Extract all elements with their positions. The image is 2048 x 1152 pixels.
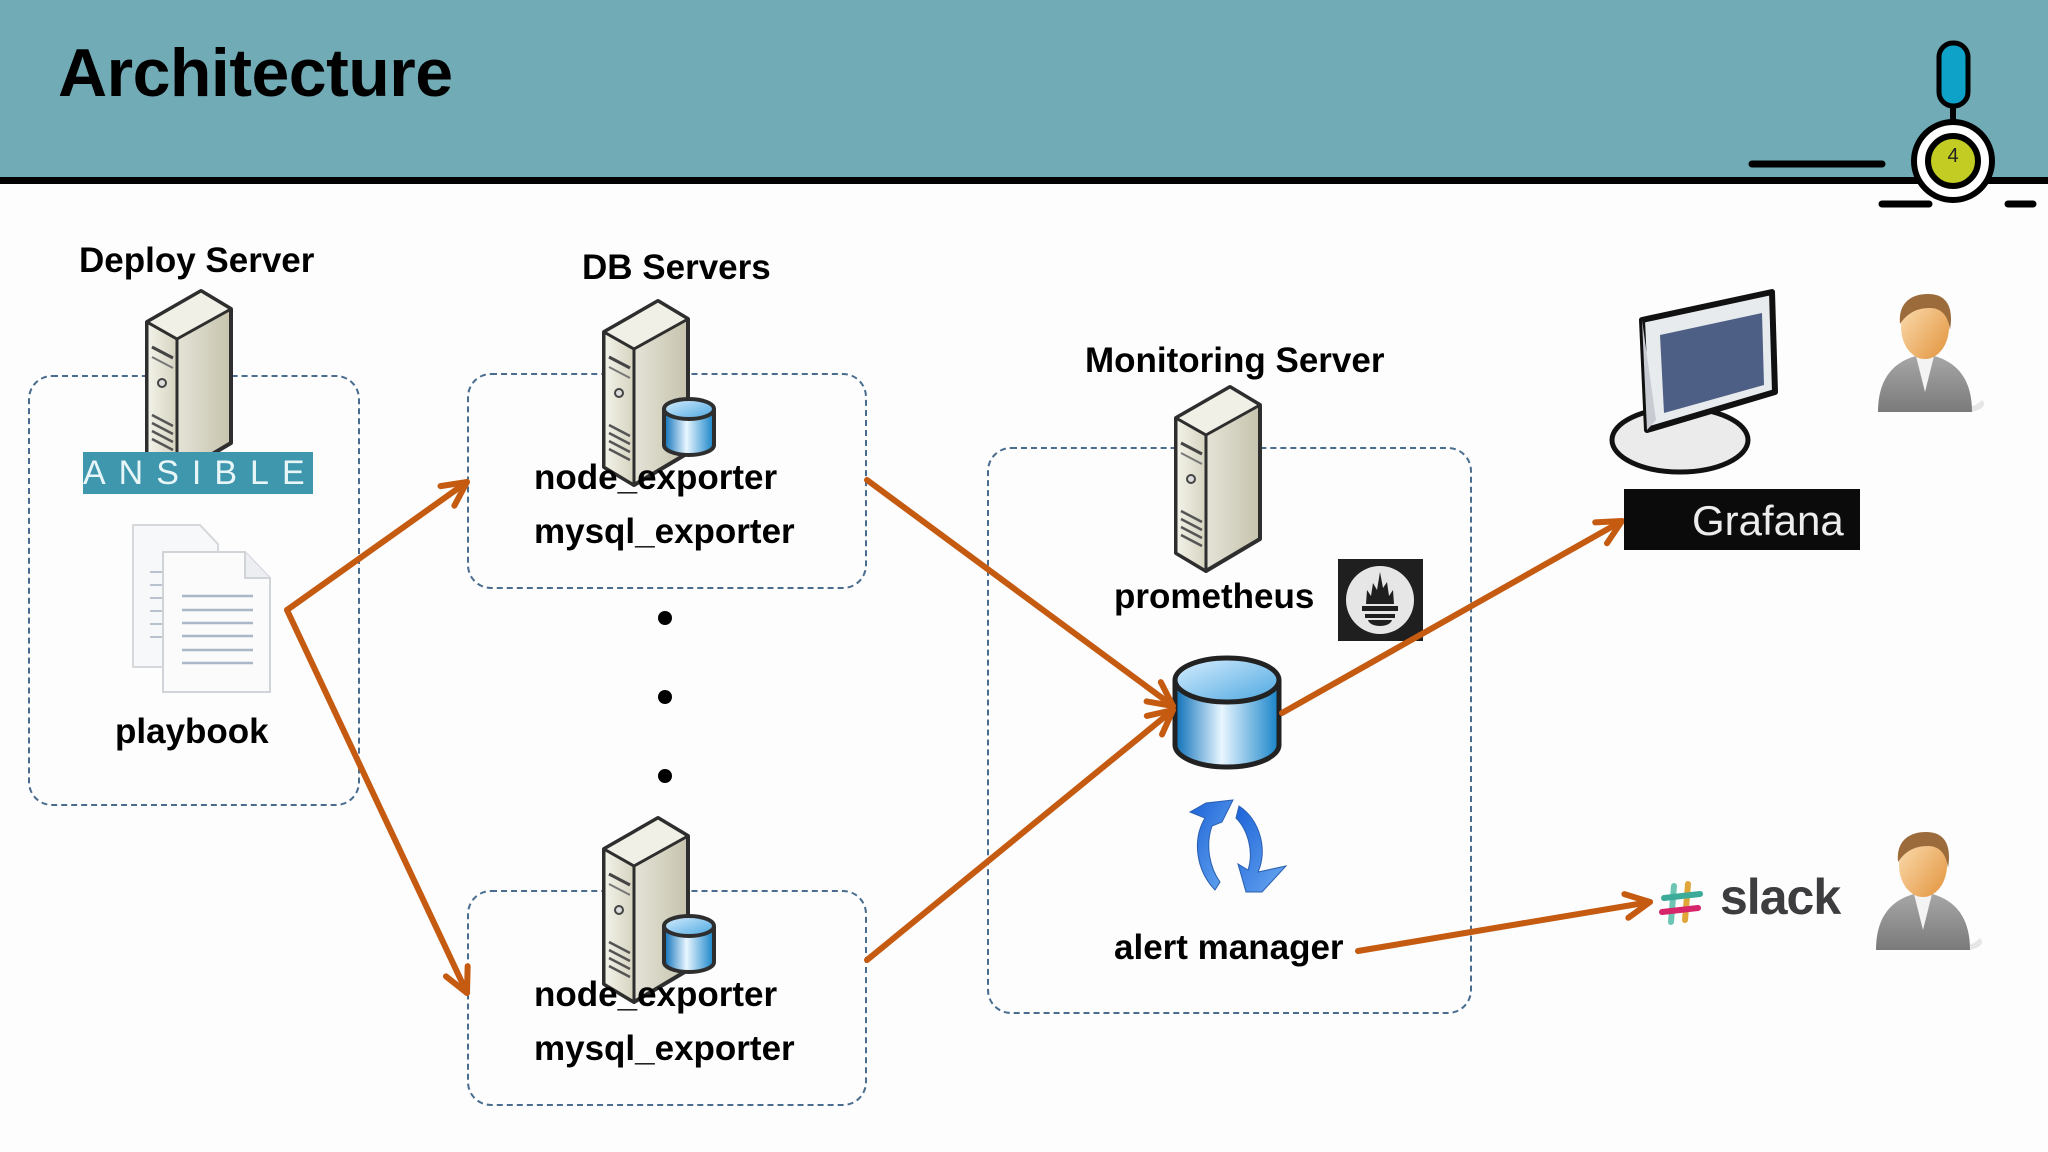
arrow-db1-to-prometheus: [864, 477, 1176, 709]
deploy-server-heading: Deploy Server: [79, 241, 315, 280]
monitor-icon: [1609, 289, 1778, 475]
ellipsis-dot: [658, 769, 672, 783]
ellipsis-dot: [658, 690, 672, 704]
badge-inner: [1925, 133, 1981, 189]
monitoring-server-icon: [1174, 385, 1262, 573]
page-number: 4: [1947, 145, 1959, 167]
db1-mysql-exporter-label: mysql_exporter: [534, 512, 795, 551]
prometheus-database-icon: [1172, 655, 1282, 770]
grafana-logo: Grafana: [1624, 489, 1860, 550]
arrow-dbn-to-prometheus: [864, 707, 1176, 963]
user-icon-slack: [1876, 832, 1983, 950]
slide-title: Architecture: [58, 35, 453, 111]
dbn-mysql-exporter-label: mysql_exporter: [534, 1029, 795, 1068]
ansible-logo: ANSIBLE: [83, 452, 318, 494]
slack-label: slack: [1720, 869, 1841, 925]
db-servers-heading: DB Servers: [582, 248, 771, 287]
deploy-server-icon: [145, 289, 233, 477]
arrow-playbook-to-dbn: [284, 607, 471, 996]
playbook-label: playbook: [115, 712, 269, 751]
ellipsis-dot: [658, 611, 672, 625]
user-icon-dashboard: [1878, 294, 1985, 412]
header-rule: [0, 177, 2048, 184]
slack-logo: [1659, 881, 1703, 925]
dbn-node-exporter-label: node_exporter: [534, 975, 778, 1014]
refresh-icon: [1188, 799, 1288, 893]
prometheus-label: prometheus: [1114, 577, 1315, 616]
arrow-prometheus-to-grafana: [1279, 518, 1625, 716]
prometheus-logo: [1338, 559, 1423, 641]
page-badge: [1748, 40, 2037, 208]
alert-manager-label: alert manager: [1114, 928, 1344, 967]
documents-icon: [132, 524, 271, 693]
arrow-playbook-to-db1: [284, 479, 470, 613]
monitoring-server-heading: Monitoring Server: [1085, 341, 1385, 380]
grafana-label: Grafana: [1692, 497, 1844, 544]
connection-arrows: [284, 477, 1653, 996]
db1-node-exporter-label: node_exporter: [534, 458, 778, 497]
slide-header: [0, 0, 2048, 178]
arrow-alertmanager-to-slack: [1355, 891, 1653, 954]
